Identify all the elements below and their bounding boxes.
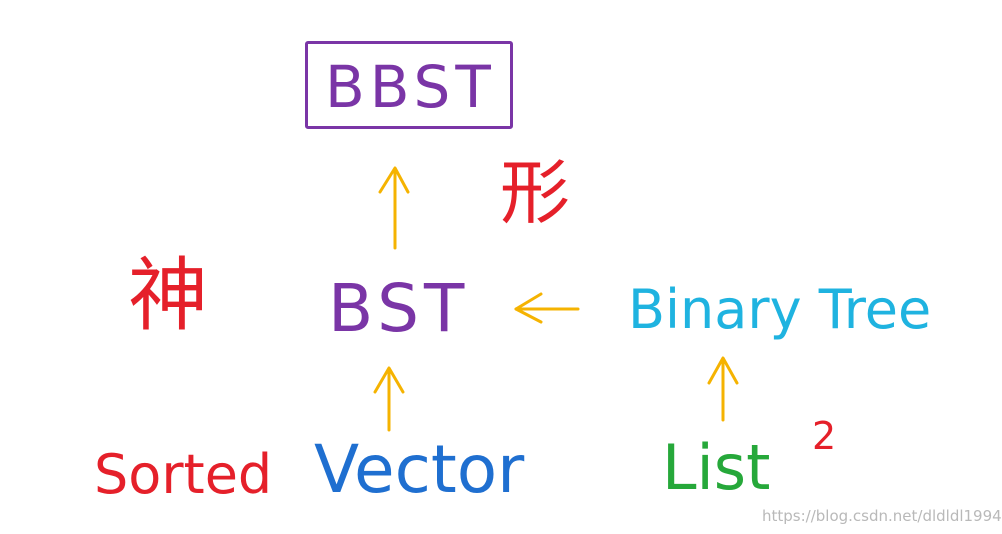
arrow-bst-to-bbst (378, 166, 410, 250)
bbst-box (305, 41, 513, 129)
shen-label: 神 (128, 249, 208, 342)
list-label: List (662, 431, 771, 504)
arrow-binary-tree-to-bst (514, 292, 580, 324)
sorted-label: Sorted (94, 443, 273, 506)
bbst-label: BBST (325, 53, 496, 121)
xing-label: 形 (500, 152, 570, 234)
bst-label: BST (328, 270, 470, 347)
binary-tree-label: Binary Tree (628, 278, 932, 341)
watermark-text: https://blog.csdn.net/dldldl1994 (762, 507, 1002, 525)
vector-label: Vector (314, 431, 525, 508)
arrow-list-to-binary-tree (707, 356, 739, 422)
list-superscript: 2 (812, 414, 837, 458)
arrow-vector-to-bst (373, 366, 405, 432)
